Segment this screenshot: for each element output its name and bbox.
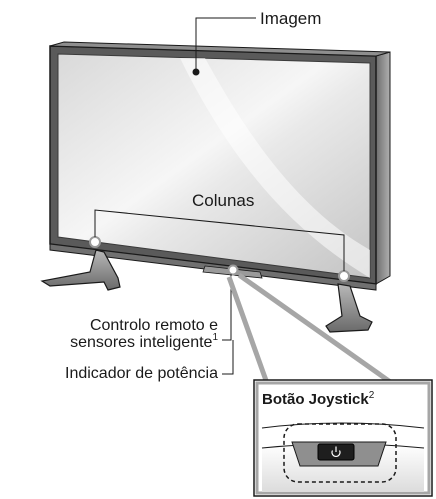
- joystick-zoom-line-right: [237, 272, 398, 389]
- power-icon: [331, 446, 341, 458]
- remote-label-line2-text: sensores inteligente: [70, 334, 212, 351]
- joystick-inset-gray-border: [255, 381, 431, 495]
- remote-label-line2: sensores inteligente1: [70, 332, 218, 351]
- screen-reflection: [180, 58, 370, 278]
- sensor-marker: [227, 264, 239, 276]
- speakers-label: Colunas: [192, 191, 254, 210]
- tv-set: [40, 41, 391, 333]
- tv-frame-top: [49, 41, 391, 57]
- power-indicator-label: Indicador de potência: [65, 365, 218, 382]
- tv-frame-side: [375, 51, 391, 285]
- joystick-title-text: Botão Joystick: [262, 391, 369, 408]
- remote-callout-line: [222, 274, 232, 341]
- speakers-callout-line: [94, 209, 345, 271]
- image-label: Imagem: [260, 9, 321, 28]
- joystick-dashed-highlight: [283, 423, 397, 483]
- speaker-right-marker: [338, 270, 350, 282]
- right-stand: [325, 283, 373, 333]
- joystick-inset: Botão Joystick2: [253, 379, 433, 497]
- joystick-title: Botão Joystick2: [262, 390, 375, 408]
- inset-tv-edge: [261, 422, 425, 429]
- joystick-title-superscript: 2: [369, 390, 375, 401]
- remote-label-line1: Controlo remoto e: [90, 317, 218, 334]
- power-callout-line: [222, 340, 234, 375]
- speaker-left-marker: [89, 236, 101, 248]
- joystick-zoom-line-left: [226, 276, 271, 387]
- remote-label-superscript: 1: [212, 332, 218, 343]
- callout-lines: [94, 17, 398, 389]
- left-stand: [40, 249, 121, 291]
- image-callout-line: [195, 17, 256, 72]
